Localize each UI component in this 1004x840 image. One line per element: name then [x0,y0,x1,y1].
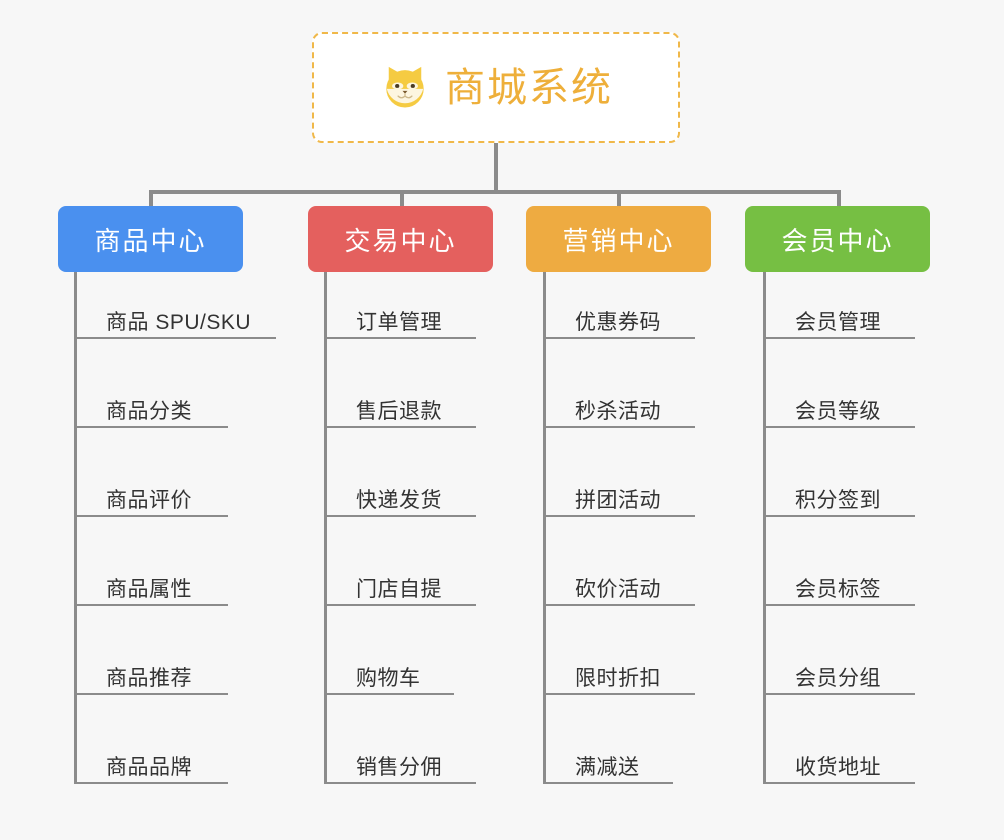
leaf-label: 商品推荐 [106,666,192,690]
leaf-item[interactable]: 销售分佣 [324,740,476,784]
branch-spine [763,272,766,784]
branch-header-marketing[interactable]: 营销中心 [526,206,711,272]
branch-header-product[interactable]: 商品中心 [58,206,243,272]
connector-trunk [494,143,498,192]
leaf-label: 收货地址 [795,755,881,779]
branch-header-label: 营销中心 [562,225,675,256]
leaf-item[interactable]: 商品品牌 [74,740,228,784]
leaf-item[interactable]: 商品 SPU/SKU [74,295,276,339]
leaf-label: 拼团活动 [575,488,661,512]
connector-drop-4 [837,190,841,208]
leaf-label: 商品分类 [106,399,192,423]
connector-bus [149,190,839,194]
branch-header-trade[interactable]: 交易中心 [308,206,493,272]
leaf-label: 积分签到 [795,488,881,512]
leaf-item[interactable]: 购物车 [324,651,454,695]
branch-spine [74,272,77,784]
connector-drop-2 [400,190,404,208]
leaf-item[interactable]: 会员等级 [763,384,915,428]
leaf-label: 会员分组 [795,666,881,690]
leaf-label: 商品 SPU/SKU [106,310,252,334]
leaf-label: 销售分佣 [356,755,442,779]
leaf-item[interactable]: 满减送 [543,740,673,784]
leaf-label: 砍价活动 [575,577,661,601]
leaf-label: 门店自提 [356,577,442,601]
leaf-item[interactable]: 商品评价 [74,473,228,517]
branch-spine [324,272,327,784]
leaf-label: 商品属性 [106,577,192,601]
leaf-label: 售后退款 [356,399,442,423]
branch-header-label: 商品中心 [94,225,207,256]
leaf-item[interactable]: 门店自提 [324,562,476,606]
root-title: 商城系统 [445,65,613,110]
leaf-label: 会员等级 [795,399,881,423]
leaf-label: 会员标签 [795,577,881,601]
leaf-item[interactable]: 商品推荐 [74,651,228,695]
root-node[interactable]: 商城系统 [312,32,680,143]
leaf-label: 满减送 [575,755,640,779]
branch-header-member[interactable]: 会员中心 [745,206,930,272]
leaf-item[interactable]: 秒杀活动 [543,384,695,428]
leaf-label: 会员管理 [795,310,881,334]
leaf-item[interactable]: 限时折扣 [543,651,695,695]
leaf-label: 购物车 [356,666,421,690]
leaf-item[interactable]: 商品属性 [74,562,228,606]
leaf-item[interactable]: 积分签到 [763,473,915,517]
leaf-label: 优惠券码 [575,310,661,334]
leaf-label: 快递发货 [356,488,442,512]
leaf-item[interactable]: 会员管理 [763,295,915,339]
leaf-label: 商品品牌 [106,755,192,779]
branch-header-label: 会员中心 [781,225,894,256]
leaf-label: 秒杀活动 [575,399,661,423]
dog-face-icon [379,62,431,114]
leaf-label: 订单管理 [356,310,442,334]
leaf-item[interactable]: 会员分组 [763,651,915,695]
branch-header-label: 交易中心 [344,225,457,256]
leaf-item[interactable]: 拼团活动 [543,473,695,517]
leaf-item[interactable]: 优惠券码 [543,295,695,339]
leaf-item[interactable]: 砍价活动 [543,562,695,606]
leaf-item[interactable]: 收货地址 [763,740,915,784]
connector-drop-3 [617,190,621,208]
leaf-label: 限时折扣 [575,666,661,690]
leaf-item[interactable]: 订单管理 [324,295,476,339]
leaf-label: 商品评价 [106,488,192,512]
leaf-item[interactable]: 会员标签 [763,562,915,606]
leaf-item[interactable]: 售后退款 [324,384,476,428]
leaf-item[interactable]: 快递发货 [324,473,476,517]
connector-drop-1 [149,190,153,208]
branch-spine [543,272,546,784]
leaf-item[interactable]: 商品分类 [74,384,228,428]
